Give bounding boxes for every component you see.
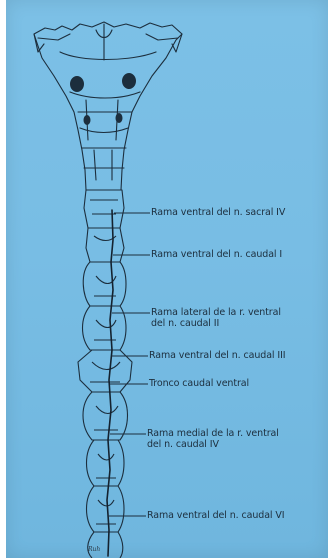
label-caudal-i: Rama ventral del n. caudal I — [151, 249, 282, 260]
vertebra-caudal-3-detail — [94, 320, 116, 340]
foramen-left-upper — [70, 76, 84, 92]
sacrum-wing-left-line — [38, 34, 70, 40]
sacrum-outline — [34, 22, 182, 190]
sacrum-median-crest — [96, 24, 112, 60]
vertebra-caudal-7 — [87, 486, 125, 532]
vertebra-sacral-end-lines — [90, 200, 118, 214]
label-tronco-text: Tronco caudal ventral — [149, 378, 249, 389]
label-tronco: Tronco caudal ventral — [149, 378, 249, 389]
label-caudal-ii: Rama lateral de la r. ventral del n. cau… — [151, 307, 281, 329]
sacrum-upper-ridge — [60, 52, 156, 60]
vertebra-caudal-6-detail — [96, 454, 116, 478]
foramen-right-upper — [122, 73, 136, 89]
label-caudal-iv: Rama medial de la r. ventral del n. caud… — [147, 428, 279, 450]
vertebra-caudal-5-detail — [94, 406, 118, 430]
label-caudal-ii-line1: Rama lateral de la r. ventral — [151, 307, 281, 318]
label-caudal-vi: Rama ventral del n. caudal VI — [147, 510, 284, 521]
label-caudal-ii-line2: del n. caudal II — [151, 318, 281, 329]
label-sacral-iv: Rama ventral del n. sacral IV — [151, 207, 285, 218]
sacrum-right-tip — [172, 34, 182, 52]
label-sacral-iv-text: Rama ventral del n. sacral IV — [151, 207, 285, 218]
vertebra-caudal-6 — [87, 440, 125, 486]
foramen-right-lower — [116, 113, 123, 123]
sacrum-wing-right-line — [146, 34, 178, 40]
artist-signature: Ruh — [88, 546, 100, 553]
vertebra-caudal-4-detail — [90, 362, 120, 382]
foramen-left-lower — [84, 115, 91, 125]
label-caudal-iv-line1: Rama medial de la r. ventral — [147, 428, 279, 439]
label-caudal-i-text: Rama ventral del n. caudal I — [151, 249, 282, 260]
label-caudal-vi-text: Rama ventral del n. caudal VI — [147, 510, 284, 521]
vertebra-caudal-5 — [83, 392, 128, 440]
sacrum-mid-ridge — [70, 92, 140, 98]
label-caudal-iv-line2: del n. caudal IV — [147, 439, 279, 450]
vertebra-caudal-2 — [83, 262, 126, 306]
label-caudal-iii-text: Rama ventral del n. caudal III — [149, 350, 286, 361]
label-caudal-iii: Rama ventral del n. caudal III — [149, 350, 286, 361]
vertebra-caudal-7-detail — [96, 500, 116, 524]
vertebra-caudal-1 — [86, 228, 124, 262]
vertebra-caudal-8 — [88, 532, 123, 558]
vertebra-sacral-end — [84, 190, 124, 228]
